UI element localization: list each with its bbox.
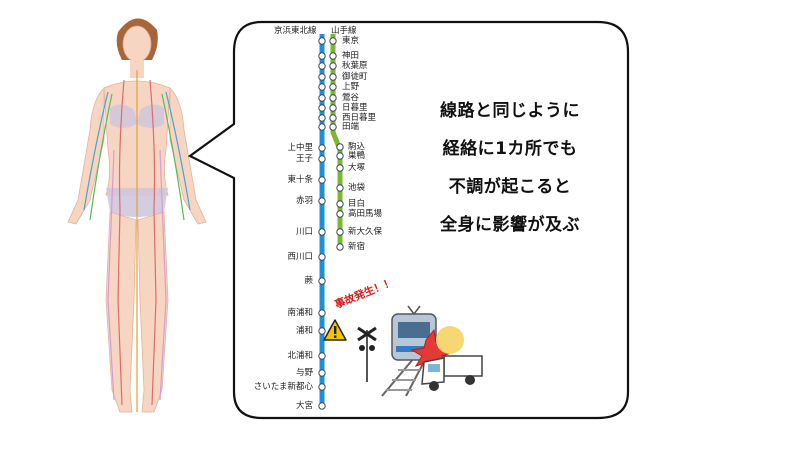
- station-marker: [336, 228, 344, 236]
- station-marker: [329, 123, 337, 131]
- message-line: 経絡に1カ所でも: [442, 139, 578, 159]
- station-label: 西川口: [287, 252, 313, 262]
- station-label: 西日暮里: [342, 113, 377, 123]
- station-label: 巣鴨: [348, 151, 366, 161]
- station-marker: [329, 94, 337, 102]
- truck-icon: [421, 355, 483, 391]
- station-marker: [318, 176, 326, 184]
- station-marker: [329, 83, 337, 91]
- station-label: 赤羽: [295, 196, 313, 206]
- station-marker: [336, 152, 344, 160]
- station-marker: [318, 253, 326, 261]
- body-outline: [67, 18, 207, 413]
- station-label: 東京: [342, 36, 360, 46]
- station-marker: [318, 62, 326, 70]
- station-label: 新宿: [348, 242, 366, 252]
- station-marker: [336, 164, 344, 172]
- station-label: 秋葉原: [342, 61, 368, 71]
- station-label: 上野: [342, 82, 360, 92]
- station-marker: [318, 144, 326, 152]
- station-marker: [318, 52, 326, 60]
- station-label: 鶯谷: [342, 93, 360, 103]
- station-marker: [318, 228, 326, 236]
- station-marker: [336, 210, 344, 218]
- accident-illustration: [357, 305, 483, 397]
- station-marker: [329, 73, 337, 81]
- station-marker: [318, 327, 326, 335]
- yamanote-line-label: 山手線: [331, 26, 357, 36]
- message-line: 不調が起こると: [448, 177, 572, 197]
- station-label: 蕨: [304, 276, 313, 286]
- station-marker: [318, 37, 326, 45]
- station-label: 大宮: [295, 401, 313, 411]
- station-label: 目白: [348, 199, 366, 209]
- message-line: 全身に影響が及ぶ: [440, 215, 580, 235]
- station-label: 王子: [295, 154, 313, 164]
- station-marker: [318, 155, 326, 163]
- station-marker: [329, 114, 337, 122]
- station-label: 浦和: [295, 326, 313, 336]
- station-marker: [318, 104, 326, 112]
- train-icon: [391, 305, 437, 361]
- station-label: 大塚: [348, 163, 366, 173]
- station-label: 神田: [342, 51, 360, 61]
- station-marker: [336, 143, 344, 151]
- station-label: 駒込: [348, 142, 366, 152]
- station-label: 高田馬場: [348, 209, 383, 219]
- station-label: 東十条: [287, 175, 313, 185]
- station-marker: [318, 73, 326, 81]
- station-marker: [329, 52, 337, 60]
- message-block: 線路と同じように 経絡に1カ所でも 不調が起こると 全身に影響が及ぶ: [420, 92, 600, 244]
- station-marker: [318, 369, 326, 377]
- station-label: 池袋: [348, 183, 366, 193]
- station-marker: [329, 37, 337, 45]
- station-label: 日暮里: [342, 103, 368, 113]
- station-label: 与野: [295, 368, 313, 378]
- station-marker: [318, 277, 326, 285]
- message-line: 線路と同じように: [440, 101, 580, 121]
- warning-icon: [323, 319, 347, 341]
- station-label: 田端: [342, 122, 360, 132]
- station-label: 北浦和: [287, 351, 313, 361]
- station-marker: [318, 123, 326, 131]
- station-marker: [318, 197, 326, 205]
- station-marker: [318, 114, 326, 122]
- station-label: 川口: [295, 227, 313, 237]
- keihin-tohoku-line-label: 京浜東北線: [274, 26, 317, 36]
- meridian-lines: [83, 70, 191, 412]
- yamanote-track: [330, 34, 343, 247]
- station-label: 御徒町: [342, 72, 368, 82]
- station-label: 南浦和: [287, 308, 313, 318]
- station-marker: [329, 62, 337, 70]
- railroad-crossing-icon: [357, 326, 377, 382]
- station-label: 新大久保: [348, 227, 383, 237]
- station-marker: [336, 184, 344, 192]
- station-marker: [318, 352, 326, 360]
- station-label: 上中里: [287, 143, 313, 153]
- station-label: さいたま新都心: [253, 382, 313, 392]
- station-marker: [318, 383, 326, 391]
- station-marker: [318, 83, 326, 91]
- station-marker: [318, 309, 326, 317]
- station-marker: [318, 402, 326, 410]
- station-marker: [329, 104, 337, 112]
- station-marker: [336, 200, 344, 208]
- station-marker: [336, 243, 344, 251]
- station-marker: [318, 94, 326, 102]
